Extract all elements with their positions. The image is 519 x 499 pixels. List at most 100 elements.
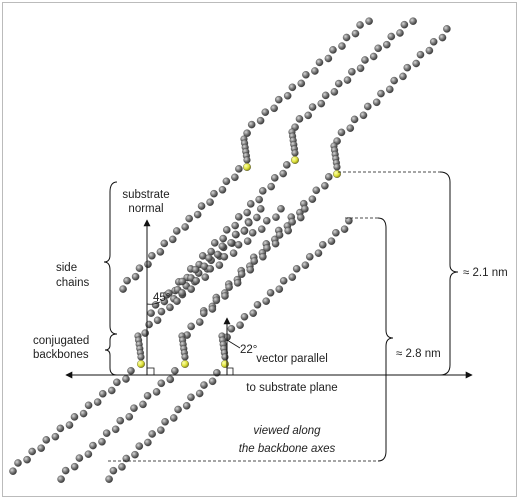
middle-chain-1-atom [231,173,239,182]
bottom-chain-2-atom [61,466,70,475]
bottom-chain-3-atom [144,438,152,447]
bottom-chain-1-atom [28,447,36,456]
inter-chain-1-atom [240,227,249,235]
middle-chain-2-atom [211,239,219,247]
lower-chain-3-atom [292,265,301,273]
inter-chain-1-atom [205,254,213,262]
bottom-chain-2-atom [166,375,175,384]
upper-chain-1-atom [324,54,333,63]
upper-chain-1-atom [247,120,256,129]
middle-chain-2-atom [267,182,275,191]
upper-chain-1-atom [243,129,251,137]
inter-chain-2-atom [229,249,238,257]
lower-backbone-1-sulfur [137,360,145,368]
substrate-normal-label-1: substrate [122,189,169,201]
bottom-chain-3-atom [187,393,195,402]
bottom-chain-1-atom [56,424,65,433]
bottom-chain-1-atom [127,367,135,375]
bottom-chain-2-atom [111,425,120,434]
lower-chain-3-atom [227,325,236,333]
bottom-chain-2-atom [84,450,93,458]
middle-chain-2-atom [271,174,279,182]
upper-chain-2-atom [409,17,417,25]
lower-chain-2-atom [271,239,280,248]
lower-chain-3-atom [327,237,336,245]
lower-chain-2-atom [275,231,284,239]
lower-chain-3-atom [279,277,288,285]
bottom-chain-2-atom [130,404,138,412]
view-label-2: the backbone axes [239,443,336,455]
inter-chain-1-atom [160,297,169,306]
inter-chain-1-atom [227,239,235,247]
brace-2-8nm [377,217,394,462]
upper-chain-1-atom [365,17,373,25]
upper-chain-1-atom [275,95,283,104]
lower-chain-3-atom [319,241,327,249]
middle-chain-1-atom [123,276,131,285]
upper-chain-1-atom [315,58,324,67]
lower-chain-2-atom [208,305,217,313]
lower-chain-3-atom [249,309,257,317]
inter-chain-1-atom [218,242,227,251]
inter-chain-2-atom [243,237,252,245]
lower-chain-2-atom [250,257,259,265]
lower-backbone-2-atom [181,353,189,361]
upper-chain-2-atom [295,115,304,123]
middle-chain-2-atom [223,226,231,234]
bottom-chain-2-atom [57,475,65,483]
inter-chain-2-atom [187,285,195,293]
lower-chain-2-atom [237,270,246,278]
upper-chain-2-atom [369,52,378,61]
bottom-chain-2-atom [157,379,166,388]
upper-chain-3-atom [403,63,412,72]
bottom-chain-3-atom [157,426,165,434]
upper-chain-3-atom [429,38,438,46]
bottom-chain-2-atom [98,438,106,446]
upper-chain-2-atom [396,29,404,37]
bottom-chain-1-atom [79,409,88,418]
upper-chain-2-atom [343,76,352,84]
bottom-chain-3-atom [170,414,178,422]
bottom-chain-3-atom [105,475,113,483]
bottom-chain-3-atom [174,405,182,414]
lower-chain-3-atom [266,289,275,297]
side-chains-label-1: side [56,262,77,274]
bottom-chain-1-atom [70,413,79,421]
bottom-chain-1-atom [14,459,22,467]
lower-chain-2-atom [288,218,296,226]
inter-chain-2-atom [192,277,200,285]
bottom-chain-2-atom [89,441,97,450]
middle-chain-1-atom [181,223,189,231]
bottom-chain-3-atom [131,450,139,459]
upper-chain-1-atom [302,71,310,79]
upper-backbone-2-sulfur [291,156,299,164]
inter-chain-1-atom [213,250,222,259]
inter-chain-2-atom [277,205,285,213]
upper-chain-1-atom [283,92,292,100]
lower-chain-2-atom [259,253,267,261]
bottom-chain-1-atom [9,467,17,475]
upper-chain-2-atom [400,20,409,29]
upper-chain-3-atom [412,59,420,68]
upper-chain-2-atom [387,32,396,41]
bottom-chain-1-atom [23,455,31,464]
upper-chain-1-atom [256,116,265,125]
lower-backbone-1-atom [137,353,145,361]
lower-chain-3-atom [345,217,353,225]
lower-chain-2-atom [187,322,195,331]
bottom-chain-1-atom [93,398,102,406]
middle-chain-1-atom [193,210,202,219]
bottom-chain-2-atom [102,429,111,437]
inter-chain-2-atom [173,297,181,305]
bottom-chain-2-atom [139,400,147,409]
upper-chain-3-atom [337,128,346,137]
middle-chain-1-atom [222,177,231,186]
distance-2-8nm-label: ≈ 2.8 nm [396,348,441,360]
middle-chain-2-atom [235,213,243,221]
lower-chain-3-atom [262,297,270,305]
bottom-chain-2-atom [75,454,84,462]
middle-chain-1-atom [206,198,214,206]
lower-chain-2-atom [212,296,221,305]
